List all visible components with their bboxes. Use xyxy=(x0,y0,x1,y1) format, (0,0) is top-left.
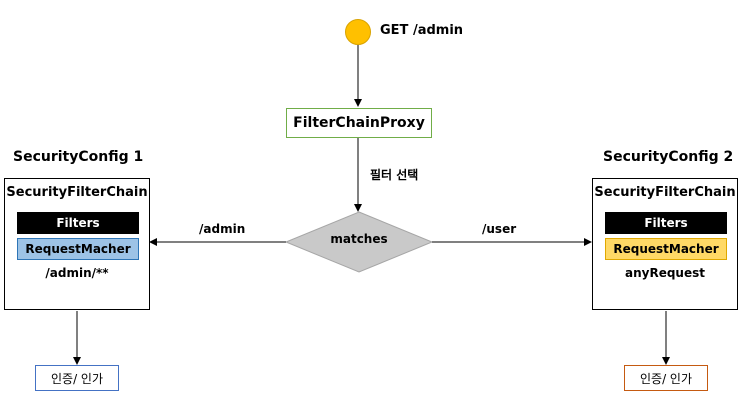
filter-chain-2-title: SecurityFilterChain xyxy=(594,185,736,200)
request-matcher-1-bar: RequestMacher xyxy=(17,238,139,260)
request-label: GET /admin xyxy=(380,23,464,38)
security-config-1-title: SecurityConfig 1 xyxy=(13,149,144,165)
auth-result-1-label: 인증/ 인가 xyxy=(50,371,104,386)
filter-chain-1-title: SecurityFilterChain xyxy=(6,185,148,200)
auth-result-2-label: 인증/ 인가 xyxy=(639,371,693,386)
auth-result-2-box: 인증/ 인가 xyxy=(624,365,708,391)
security-config-2-title: SecurityConfig 2 xyxy=(603,149,734,165)
filter-chain-proxy-label: FilterChainProxy xyxy=(293,115,425,131)
request-matcher-2-bar: RequestMacher xyxy=(605,238,727,260)
filters-1-label: Filters xyxy=(56,216,100,230)
request-start-node xyxy=(345,19,371,45)
admin-route-label: /admin xyxy=(199,222,246,236)
filters-1-bar: Filters xyxy=(17,212,139,234)
filter-selection-label: 필터 선택 xyxy=(370,168,419,182)
filters-2-bar: Filters xyxy=(605,212,727,234)
security-filter-chain-2: SecurityFilterChain Filters RequestMache… xyxy=(592,178,738,310)
filter-chain-proxy-box: FilterChainProxy xyxy=(286,108,432,138)
auth-result-1-box: 인증/ 인가 xyxy=(35,365,119,391)
security-filter-chain-1: SecurityFilterChain Filters RequestMache… xyxy=(4,178,150,310)
filters-2-label: Filters xyxy=(644,216,688,230)
matches-label: matches xyxy=(330,232,388,246)
config-1-pattern: /admin/** xyxy=(45,266,109,280)
config-2-pattern: anyRequest xyxy=(625,266,705,280)
user-route-label: /user xyxy=(482,222,517,236)
request-matcher-2-label: RequestMacher xyxy=(613,242,719,256)
matches-diamond xyxy=(284,211,434,273)
request-matcher-1-label: RequestMacher xyxy=(25,242,131,256)
